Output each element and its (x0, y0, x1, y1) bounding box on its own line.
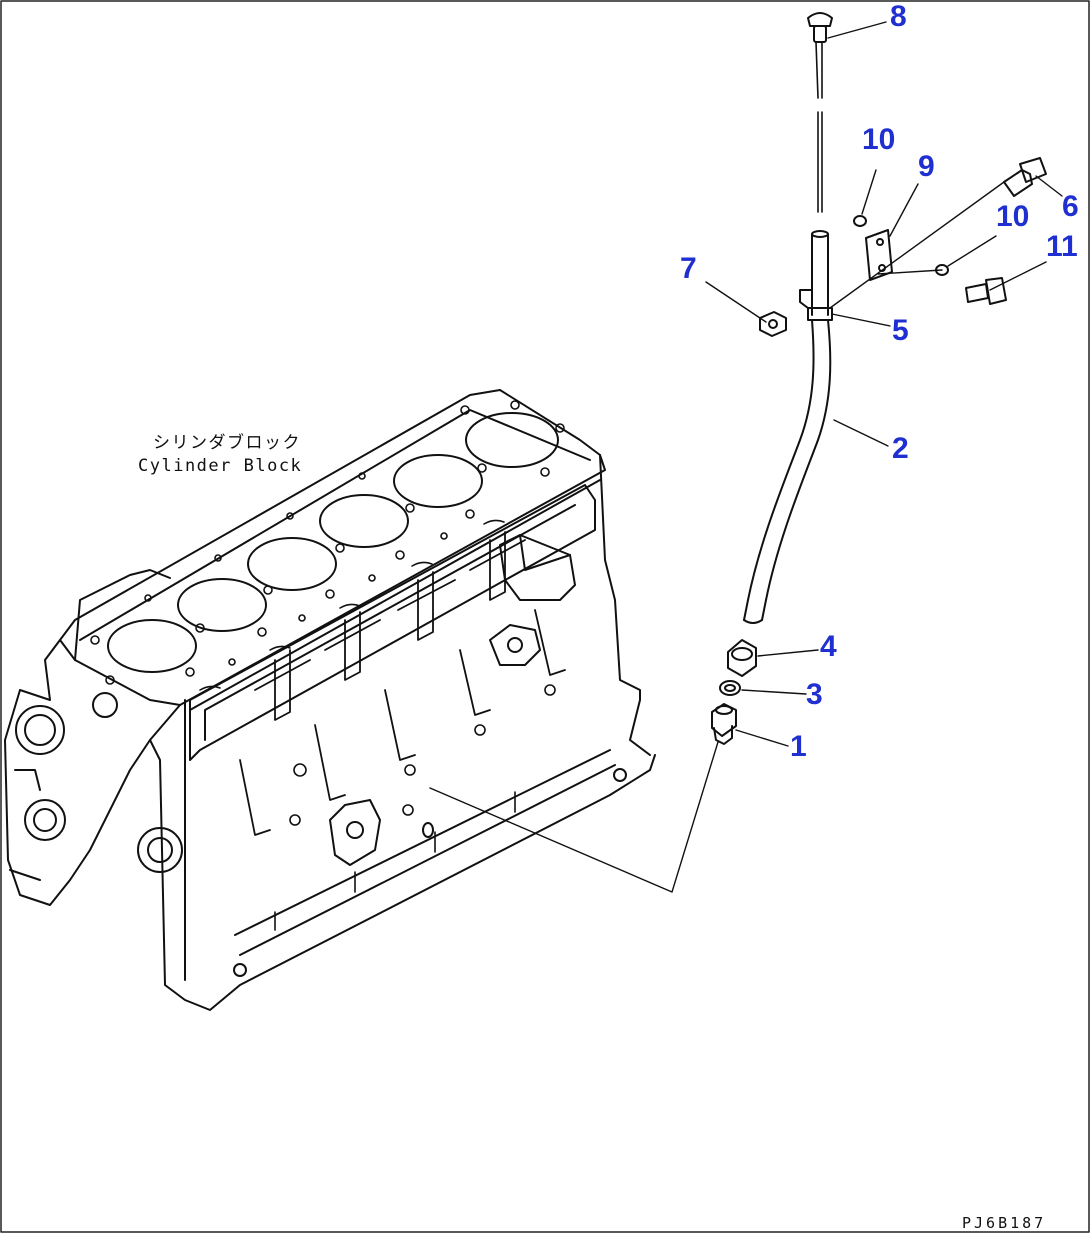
callout-10-right: 10 (996, 200, 1030, 233)
dipstick-assembly (711, 12, 1047, 745)
callout-7: 7 (680, 252, 697, 285)
cylinder-block-drawing (4, 389, 656, 1011)
callout-9: 9 (918, 150, 935, 183)
callout-11: 11 (1046, 230, 1078, 263)
callout-3: 3 (806, 678, 823, 711)
callout-6: 6 (1062, 190, 1079, 223)
callout-1: 1 (790, 730, 807, 763)
block-label-english: Cylinder Block (138, 456, 303, 476)
callout-2: 2 (892, 432, 909, 465)
drawing-code: PJ6B187 (962, 1214, 1047, 1232)
callout-10-upper: 10 (862, 123, 896, 156)
leader-lines (429, 21, 1063, 893)
block-label-japanese: シリンダブロック (153, 433, 301, 453)
callout-4: 4 (820, 630, 837, 663)
callout-8: 8 (890, 0, 907, 33)
callout-5: 5 (892, 314, 909, 347)
